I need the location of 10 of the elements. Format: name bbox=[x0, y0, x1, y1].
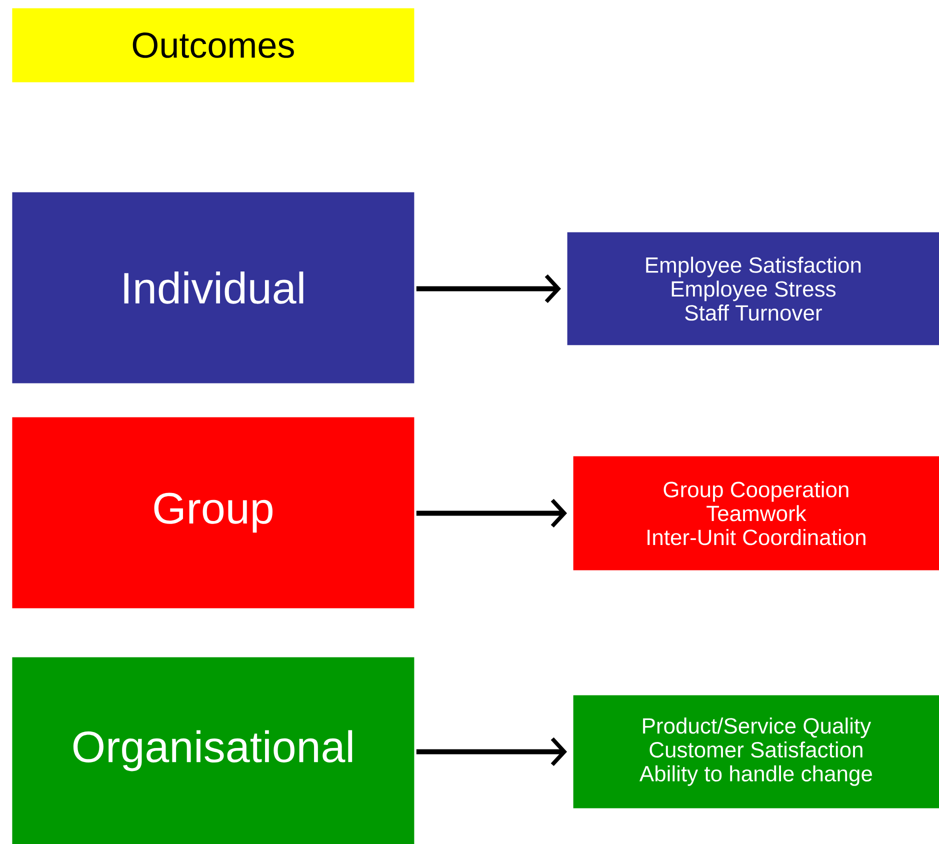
outcome-box: Product/Service Quality Customer Satisfaction Ability to handle change bbox=[573, 695, 939, 808]
category-box: Organisational bbox=[12, 657, 414, 844]
arrow bbox=[416, 498, 567, 528]
arrow bbox=[416, 737, 567, 766]
outcome-box: Employee Satisfaction Employee Stress Staff Turnover bbox=[567, 232, 939, 346]
category-box: Group bbox=[12, 417, 414, 608]
arrow bbox=[416, 274, 561, 304]
title-box: Outcomes bbox=[12, 8, 414, 82]
category-box: Individual bbox=[12, 192, 414, 384]
outcome-box: Group Cooperation Teamwork Inter-Unit Coordination bbox=[573, 456, 939, 570]
